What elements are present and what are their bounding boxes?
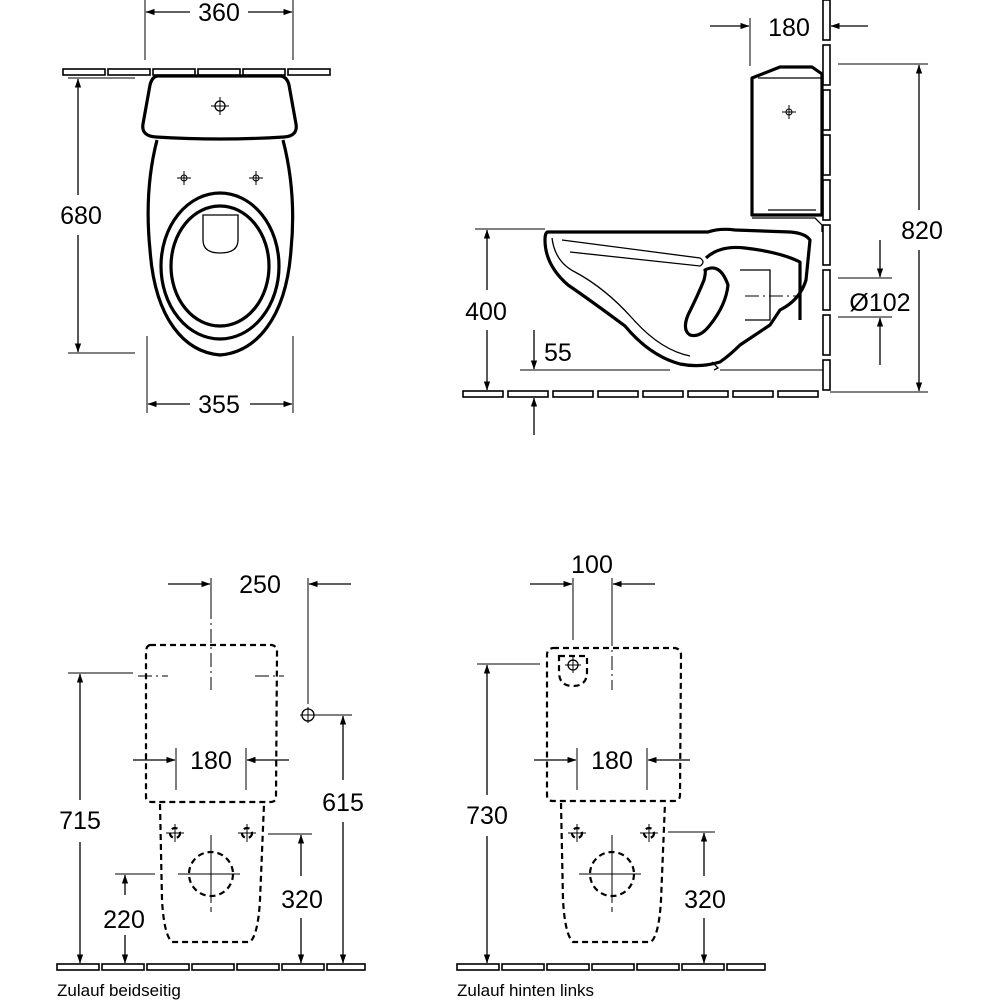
dimension-615: 615 — [316, 714, 364, 964]
dimension-label: 250 — [239, 571, 281, 599]
hinge-mark-icon — [166, 824, 184, 842]
side-view-wall — [822, 0, 831, 391]
dimension-360: 360 — [144, 0, 294, 60]
top-view-bowl — [146, 139, 295, 357]
dimension-55: 55 — [520, 330, 670, 435]
inlet-both-sides-view: 250 180 715 615 320 — [56, 571, 366, 1000]
inlet-mark-icon — [565, 657, 581, 673]
dimension-label: 180 — [768, 14, 810, 42]
side-view-bowl — [543, 227, 812, 368]
dimension-label: 320 — [684, 886, 726, 914]
cistern-outline-dashed — [144, 643, 279, 804]
dimension-180-tank-width: 180 — [534, 747, 690, 790]
dimension-label: 220 — [103, 906, 145, 934]
dimension-outlet-diameter: Ø102 — [838, 240, 911, 365]
bottom-right-floor — [456, 963, 766, 971]
dimension-715: 715 — [59, 672, 133, 964]
dimension-180-tank-depth: 180 — [710, 14, 868, 66]
dimension-label: 320 — [281, 886, 323, 914]
dimension-680: 680 — [60, 77, 135, 354]
dimension-100: 100 — [530, 551, 655, 640]
dimension-label: Ø102 — [849, 289, 910, 317]
bowl-outline-dashed — [559, 802, 667, 944]
outlet-mark-icon — [584, 846, 640, 902]
dimension-730: 730 — [466, 663, 540, 964]
bowl-outline-dashed — [158, 803, 266, 944]
hinge-mark-icon — [640, 824, 658, 842]
inlet-pocket-dashed — [557, 654, 589, 688]
top-view-seat-ring — [159, 191, 281, 341]
dimension-400: 400 — [465, 228, 545, 391]
dimension-250: 250 — [168, 571, 351, 704]
dimension-label: 360 — [198, 0, 240, 27]
dimension-355: 355 — [146, 336, 294, 419]
top-view-tank — [141, 74, 298, 141]
dimension-label: 730 — [466, 802, 508, 830]
bottom-left-floor — [56, 963, 366, 971]
inlet-mark-icon — [300, 707, 316, 723]
dimension-320: 320 — [668, 831, 726, 964]
caption-inlet-both-sides: Zulauf beidseitig — [57, 981, 181, 1000]
dimension-label: 820 — [901, 217, 943, 245]
side-view-outlet — [711, 269, 823, 371]
dimension-820: 820 — [830, 63, 943, 393]
outlet-mark-icon — [183, 846, 239, 902]
dimension-label: 355 — [198, 391, 240, 419]
flush-button-icon — [782, 105, 796, 119]
side-view: 180 820 Ø102 400 5 — [462, 0, 943, 435]
top-view-inner-bowl — [169, 204, 271, 328]
dimension-220: 220 — [103, 873, 155, 964]
dimension-label: 100 — [571, 551, 613, 579]
top-view-floor — [62, 68, 331, 76]
dimension-180-tank-width: 180 — [133, 747, 289, 790]
hinge-mark-icon — [177, 171, 191, 185]
cistern-outline-dashed — [545, 646, 683, 803]
top-view-water — [202, 214, 239, 254]
dimension-label: 615 — [322, 789, 364, 817]
dimension-label: 180 — [190, 747, 232, 775]
dimension-label: 400 — [465, 298, 507, 326]
side-view-floor — [462, 390, 819, 398]
dimension-320: 320 — [268, 833, 323, 964]
dimension-label: 680 — [60, 202, 102, 230]
side-view-connector — [752, 217, 823, 232]
top-view: 360 680 355 — [60, 0, 331, 419]
dimension-label: 55 — [544, 339, 572, 367]
flush-button-icon — [211, 97, 229, 115]
side-view-trap — [704, 245, 802, 320]
inlet-rear-left-view: 100 180 730 320 Zulauf hinten links — [456, 551, 766, 1000]
hinge-mark-icon — [249, 171, 263, 185]
side-view-cistern — [750, 65, 824, 217]
caption-inlet-rear-left: Zulauf hinten links — [457, 981, 594, 1000]
hinge-mark-icon — [568, 824, 586, 842]
dimension-label: 180 — [591, 747, 633, 775]
hinge-mark-icon — [238, 824, 256, 842]
side-view-rim — [561, 239, 704, 267]
dimension-label: 715 — [59, 807, 101, 835]
